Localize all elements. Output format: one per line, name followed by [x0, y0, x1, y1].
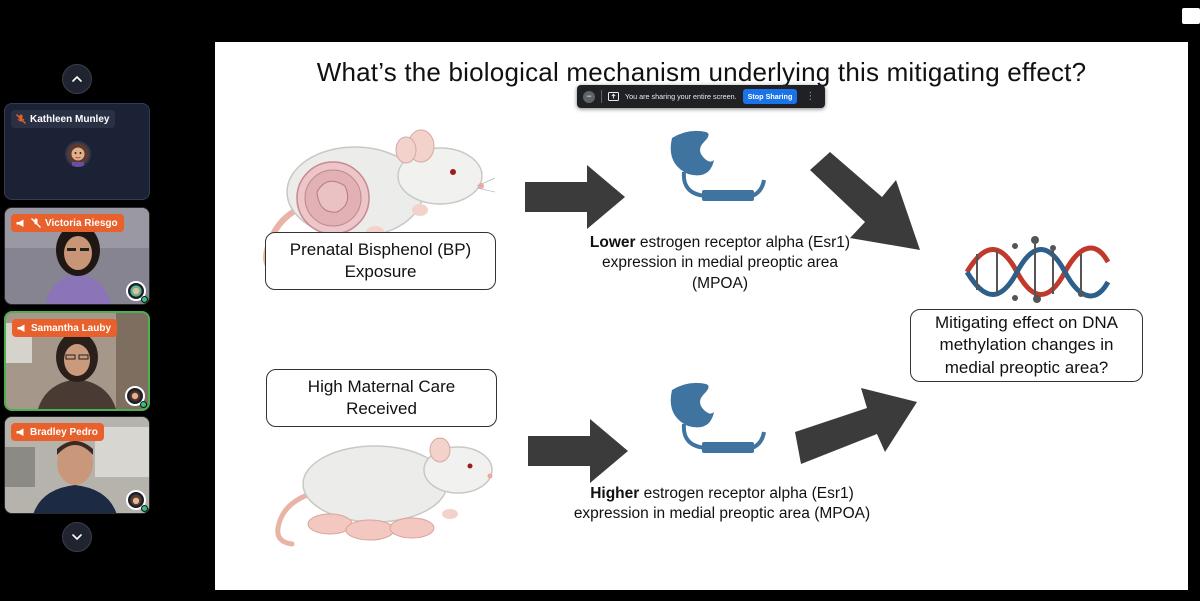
slide-title: What’s the biological mechanism underlyi…: [316, 57, 1087, 87]
higher-esr1-caption: Higher estrogen receptor alpha (Esr1) ex…: [572, 484, 872, 525]
minimize-icon[interactable]: −: [583, 90, 595, 103]
screen-share-icon: [608, 92, 619, 101]
participant-tile-samantha[interactable]: Samantha Lauby: [4, 311, 150, 411]
bpa-exposure-box: Prenatal Bisphenol (BP) Exposure: [265, 232, 496, 290]
divider: [601, 90, 602, 103]
participant-tile-kathleen[interactable]: Kathleen Munley: [4, 103, 150, 200]
caption-emphasis: Lower: [589, 234, 636, 251]
participant-name: Victoria Riesgo: [45, 217, 118, 229]
participant-tile-victoria[interactable]: Victoria Riesgo: [4, 207, 150, 305]
caption-emphasis: Higher: [590, 485, 640, 502]
arrow-up-right-icon: [795, 388, 917, 464]
participant-name-badge: Victoria Riesgo: [11, 214, 124, 232]
share-status-text: You are sharing your entire screen.: [625, 92, 737, 101]
more-options-icon[interactable]: ⋮: [805, 91, 816, 102]
mother-rat-pups-illustration: [275, 437, 493, 547]
pregnant-rat-illustration: [263, 129, 495, 275]
arrow-right-icon: [525, 165, 625, 229]
scroll-down-button[interactable]: [62, 522, 92, 552]
avatar: [125, 386, 145, 406]
maternal-care-box: High Maternal Care Received: [266, 369, 497, 427]
muted-mic-icon: [16, 114, 26, 124]
avatar: [65, 141, 91, 167]
lower-esr1-caption: Lower estrogen receptor alpha (Esr1) exp…: [575, 233, 865, 294]
avatar: [126, 281, 146, 301]
caption-text: estrogen receptor alpha (Esr1) expressio…: [601, 234, 851, 292]
online-status-icon: [140, 401, 147, 408]
participant-name-badge: Bradley Pedro: [11, 423, 104, 441]
receptor-icon: [670, 382, 766, 453]
participant-name-badge: Kathleen Munley: [11, 110, 116, 128]
outcome-box: Mitigating effect on DNA methylation cha…: [910, 309, 1143, 382]
megaphone-icon: [16, 428, 24, 436]
receptor-icon: [670, 130, 766, 201]
participant-name: Kathleen Munley: [30, 113, 110, 125]
megaphone-icon: [16, 219, 24, 227]
chevron-down-icon: [72, 534, 82, 541]
participant-tile-bradley[interactable]: Bradley Pedro: [4, 416, 150, 514]
caption-text: estrogen receptor alpha (Esr1) expressio…: [573, 485, 871, 523]
participant-name-badge: Samantha Lauby: [12, 319, 118, 337]
megaphone-icon: [17, 324, 25, 332]
online-status-icon: [141, 296, 148, 303]
window-icon[interactable]: [1174, 0, 1200, 30]
stop-sharing-button[interactable]: Stop Sharing: [742, 89, 798, 104]
shared-screen: What’s the biological mechanism underlyi…: [215, 42, 1188, 590]
muted-mic-icon: [31, 218, 41, 228]
arrow-down-right-icon: [810, 152, 920, 250]
participant-name: Samantha Lauby: [31, 322, 112, 334]
participant-name: Bradley Pedro: [30, 426, 98, 438]
arrow-right-icon: [528, 419, 628, 483]
screen-share-bar: − You are sharing your entire screen. St…: [577, 85, 825, 108]
online-status-icon: [141, 505, 148, 512]
chevron-up-icon: [72, 75, 82, 82]
dna-icon: [965, 236, 1110, 303]
avatar: [126, 490, 146, 510]
scroll-up-button[interactable]: [62, 64, 92, 94]
